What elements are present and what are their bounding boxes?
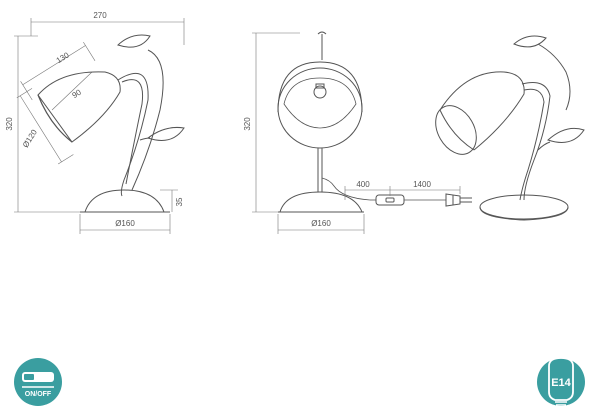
shade-length-label: 130 [55, 50, 72, 65]
perspective-view [435, 35, 585, 221]
e14-label: E14 [551, 377, 571, 389]
lamp-shade-side [37, 71, 121, 143]
lamp-shade-perspective [439, 71, 525, 151]
front-view [252, 31, 472, 234]
leaf-middle-perspective [547, 127, 585, 143]
on-off-label: ON/OFF [25, 391, 52, 398]
front-base-diameter-label: Ø160 [311, 219, 331, 228]
shade-length-dimension [22, 45, 86, 85]
shade-depth-label: 90 [71, 87, 84, 100]
leaf-top-perspective [513, 35, 547, 48]
lamp-stem-perspective [521, 82, 551, 201]
leaf-top-side [117, 34, 151, 48]
side-height-label: 320 [5, 117, 14, 131]
cable-switch-label: 400 [356, 180, 370, 189]
side-base-diameter-label: Ø160 [115, 219, 135, 228]
inline-switch [375, 194, 405, 206]
cord-front [321, 177, 371, 201]
shade-opening [277, 67, 363, 149]
front-height-label: 320 [243, 117, 252, 131]
shade-depth-dimension [51, 71, 93, 111]
side-view [14, 18, 185, 234]
shade-diameter-label: Ø120 [21, 128, 39, 150]
cable-total-label: 1400 [413, 180, 431, 189]
lamp-stem-side [117, 72, 149, 197]
e14-bulb-icon: E14 [537, 357, 585, 406]
base-height-label: 35 [175, 197, 184, 206]
lamp-base-front [279, 191, 363, 213]
leaf-middle-side [146, 127, 185, 141]
shade-rim-perspective [435, 105, 477, 155]
bulb-front [313, 85, 327, 99]
plug [445, 193, 461, 207]
lamp-base-side [84, 189, 165, 213]
shade-diameter-dimension [19, 95, 62, 163]
lamp-shade-front [277, 61, 363, 113]
on-off-switch-icon: ON/OFF [14, 358, 62, 406]
side-width-label: 270 [93, 11, 107, 20]
